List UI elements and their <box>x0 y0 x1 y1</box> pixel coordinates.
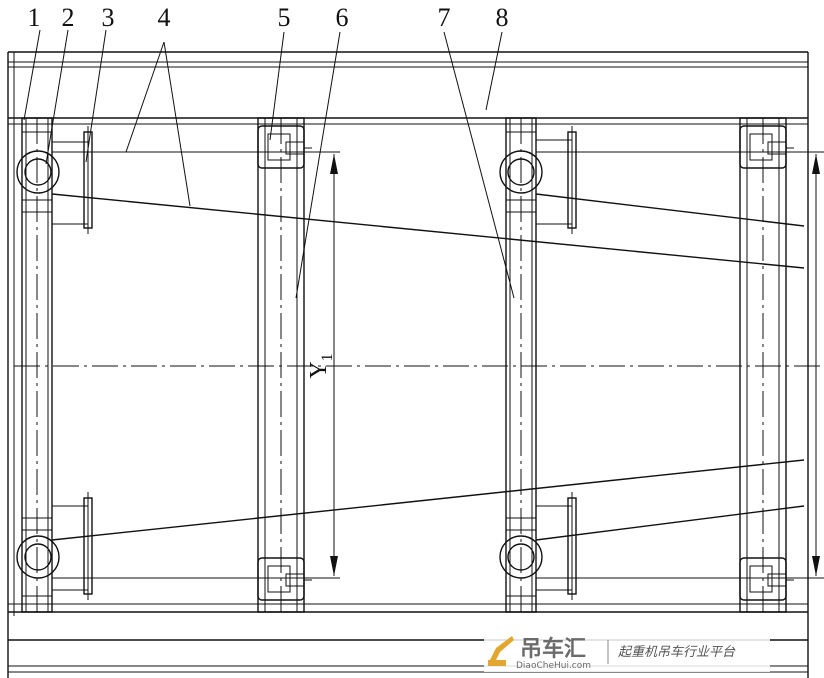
bolts-right <box>567 126 577 600</box>
watermark-slogan: 起重机吊车行业平台 <box>618 645 736 660</box>
callout-2: 2 <box>62 3 75 32</box>
gauge-lines <box>51 151 824 579</box>
left-end-beam <box>21 117 53 613</box>
leader-lines <box>23 29 515 299</box>
top-rail <box>7 51 809 678</box>
callout-4: 4 <box>158 3 171 32</box>
watermark-name: 吊车汇 <box>520 636 586 662</box>
dimension-y1-label: Y1 <box>306 353 336 378</box>
middle-right-beam <box>505 117 537 613</box>
watermark: 吊车汇 DiaoCheHui.com 起重机吊车行业平台 <box>484 630 770 672</box>
callout-1: 1 <box>28 3 41 32</box>
crane-logo-icon <box>488 636 514 666</box>
callout-8: 8 <box>496 3 509 32</box>
dimension-right-arrow <box>812 154 820 576</box>
wheel-bottom-left <box>16 535 60 579</box>
dimension-y1-arrow <box>330 154 338 576</box>
watermark-url: DiaoCheHui.com <box>516 661 591 671</box>
callout-3: 3 <box>102 3 115 32</box>
middle-left-beam <box>257 117 305 613</box>
callout-5: 5 <box>278 3 291 32</box>
clamp-plates <box>257 125 794 601</box>
wheel-top-left <box>16 150 60 194</box>
callout-7: 7 <box>438 3 451 32</box>
bolts-left <box>83 126 93 600</box>
callout-6: 6 <box>336 3 349 32</box>
right-beam <box>739 117 787 613</box>
